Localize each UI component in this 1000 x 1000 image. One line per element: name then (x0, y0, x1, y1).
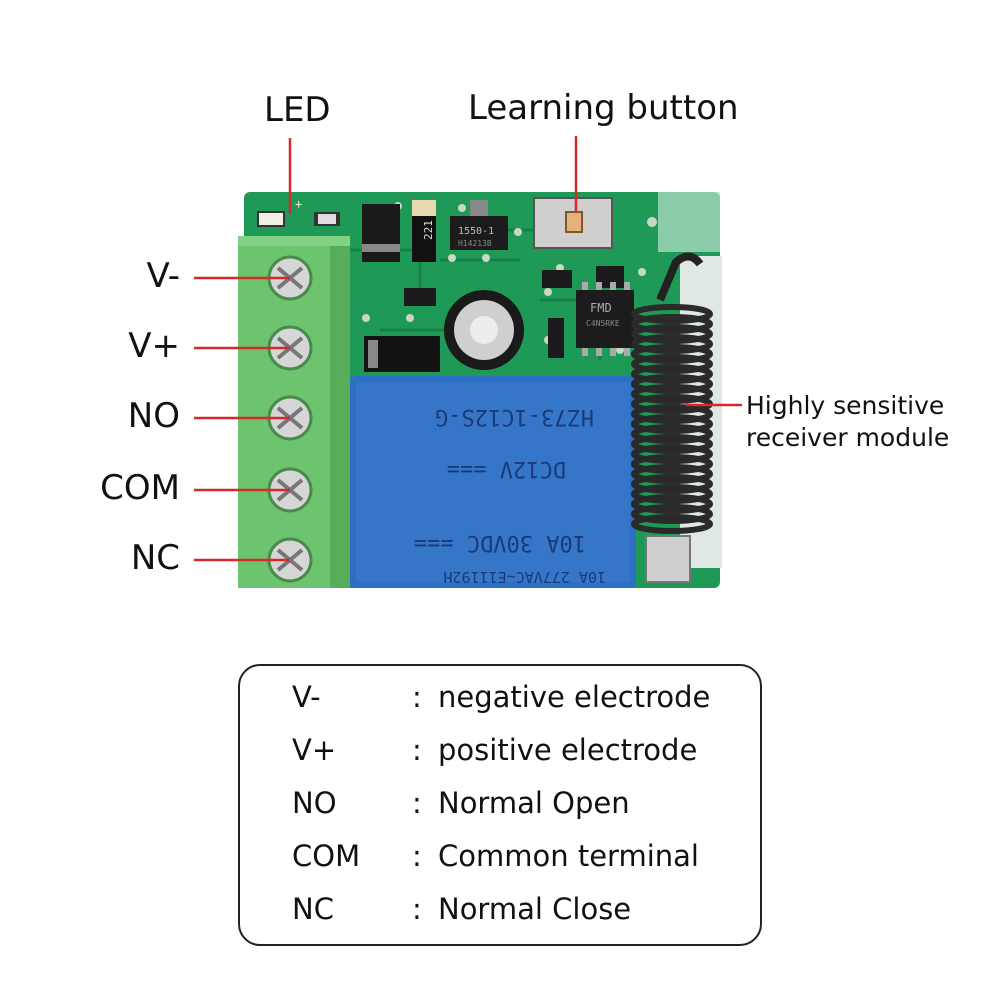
pin-label-vminus: V- (146, 256, 180, 296)
pin-label-nc: NC (130, 538, 180, 578)
voltage-regulator (450, 216, 508, 250)
receiver-label-line2: receiver module (746, 423, 950, 452)
legend-abbr: NO (292, 786, 337, 820)
legend-desc: negative electrode (438, 680, 711, 714)
legend-abbr: V- (292, 680, 321, 714)
relay-model: HZ73-1C12S-G (435, 404, 594, 429)
legend-desc: Normal Close (438, 892, 632, 926)
receiver-label-line1: Highly sensitive (746, 391, 945, 420)
svg-text:+: + (295, 197, 302, 211)
legend-colon: : (412, 733, 422, 767)
svg-text:1550-1: 1550-1 (458, 226, 494, 237)
ic-chip (576, 290, 634, 348)
relay-rating-2: 10A 30VDC === (414, 530, 586, 555)
led-label: LED (264, 90, 331, 130)
antenna-coil (631, 304, 713, 534)
pin-label-vplus: V+ (128, 326, 180, 366)
svg-text:H14213B: H14213B (458, 239, 492, 248)
legend-desc: positive electrode (438, 733, 698, 767)
learning-button-label: Learning button (468, 88, 739, 128)
legend-desc: Common terminal (438, 839, 699, 873)
relay-rating-1: 10A 277VAC~E11192H (443, 568, 606, 586)
svg-text:C4N5RKE: C4N5RKE (586, 319, 620, 328)
resistor-code: 221 (422, 220, 435, 240)
legend-colon: : (412, 892, 422, 926)
legend-colon: : (412, 680, 422, 714)
legend-abbr: V+ (292, 733, 337, 767)
relay-coil-voltage: DC12V === (447, 456, 566, 481)
legend-colon: : (412, 839, 422, 873)
legend-desc: Normal Open (438, 786, 630, 820)
legend-abbr: NC (292, 892, 334, 926)
pin-label-com: COM (100, 468, 180, 508)
pin-label-no: NO (127, 396, 180, 436)
led-component (257, 211, 285, 227)
svg-text:FMD: FMD (590, 301, 612, 315)
legend-colon: : (412, 786, 422, 820)
legend-abbr: COM (292, 839, 361, 873)
